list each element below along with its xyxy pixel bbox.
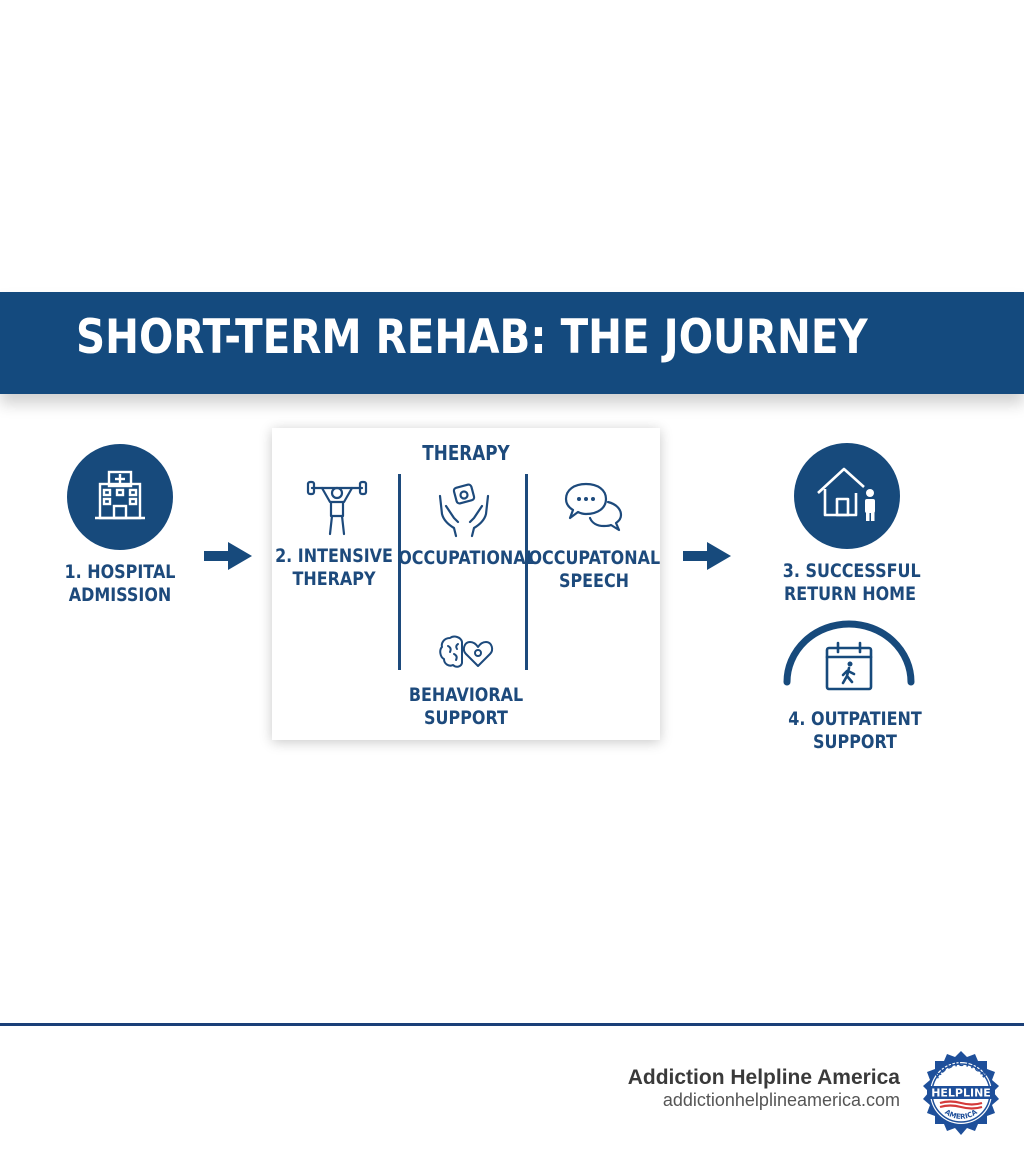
home-circle: [794, 443, 900, 549]
page-title: SHORT-TERM REHAB: THE JOURNEY: [76, 310, 868, 365]
divider-left: [398, 474, 401, 670]
step1-label: 1. HOSPITAL ADMISSION: [53, 561, 187, 607]
footer-divider: [0, 1023, 1024, 1026]
therapy-title: THERAPY: [422, 441, 510, 465]
step2-label-line2: THERAPY: [292, 568, 376, 590]
step3-label-line1: 3. SUCCESSFUL: [782, 560, 921, 582]
step4-label-line1: 4. OUTPATIENT: [788, 708, 922, 730]
behavioral-label-line1: BEHAVIORAL: [408, 684, 524, 706]
step2-label-line1: 2. INTENSIVE: [275, 545, 393, 567]
behavioral-label-line2: SUPPORT: [424, 707, 508, 729]
step1-label-line2: ADMISSION: [68, 584, 172, 606]
therapy-box: THERAPY 2. INTENSIVE THERAPY OCCUPATIONA…: [272, 428, 660, 740]
step4-label-line2: SUPPORT: [813, 731, 897, 753]
title-banner: SHORT-TERM REHAB: THE JOURNEY: [0, 292, 1024, 394]
brand-name: Addiction Helpline America: [627, 1066, 900, 1089]
step1-label-line1: 1. HOSPITAL: [64, 561, 176, 583]
speech-label: OCCUPATONAL SPEECH: [528, 547, 661, 593]
speech-label-line1: OCCUPATONAL: [528, 547, 661, 569]
home-icon: [817, 467, 875, 521]
divider-right: [525, 474, 528, 670]
occupational-label: OCCUPATIONAL: [398, 547, 536, 569]
arrow-icon: [204, 542, 252, 570]
speech-label-line2: SPEECH: [558, 570, 630, 592]
step2-label: 2. INTENSIVE THERAPY: [267, 545, 401, 591]
brand-url[interactable]: addictionhelplineamerica.com: [662, 1090, 900, 1110]
step4-label: 4. OUTPATIENT SUPPORT: [779, 708, 930, 754]
speech-bubbles-icon: [564, 482, 623, 532]
hospital-icon: [95, 470, 145, 520]
hospital-circle: [67, 444, 173, 550]
svg-text:AMERICA: AMERICA: [943, 1108, 979, 1121]
step3-label: 3. SUCCESSFUL RETURN HOME: [782, 560, 921, 606]
brain-heart-icon: [439, 635, 494, 668]
calendar-walk-icon: [825, 641, 873, 691]
arrow-icon: [683, 542, 731, 570]
weightlifter-icon: [306, 480, 368, 536]
caring-hands-icon: [438, 483, 490, 538]
behavioral-label: BEHAVIORAL SUPPORT: [399, 684, 533, 730]
outpatient-arc: [783, 620, 915, 686]
step3-label-line2: RETURN HOME: [784, 583, 916, 605]
helpline-seal-logo: ADDICTION HELPLINE AMERICA: [923, 1051, 999, 1135]
svg-text:HELPLINE: HELPLINE: [931, 1087, 991, 1100]
